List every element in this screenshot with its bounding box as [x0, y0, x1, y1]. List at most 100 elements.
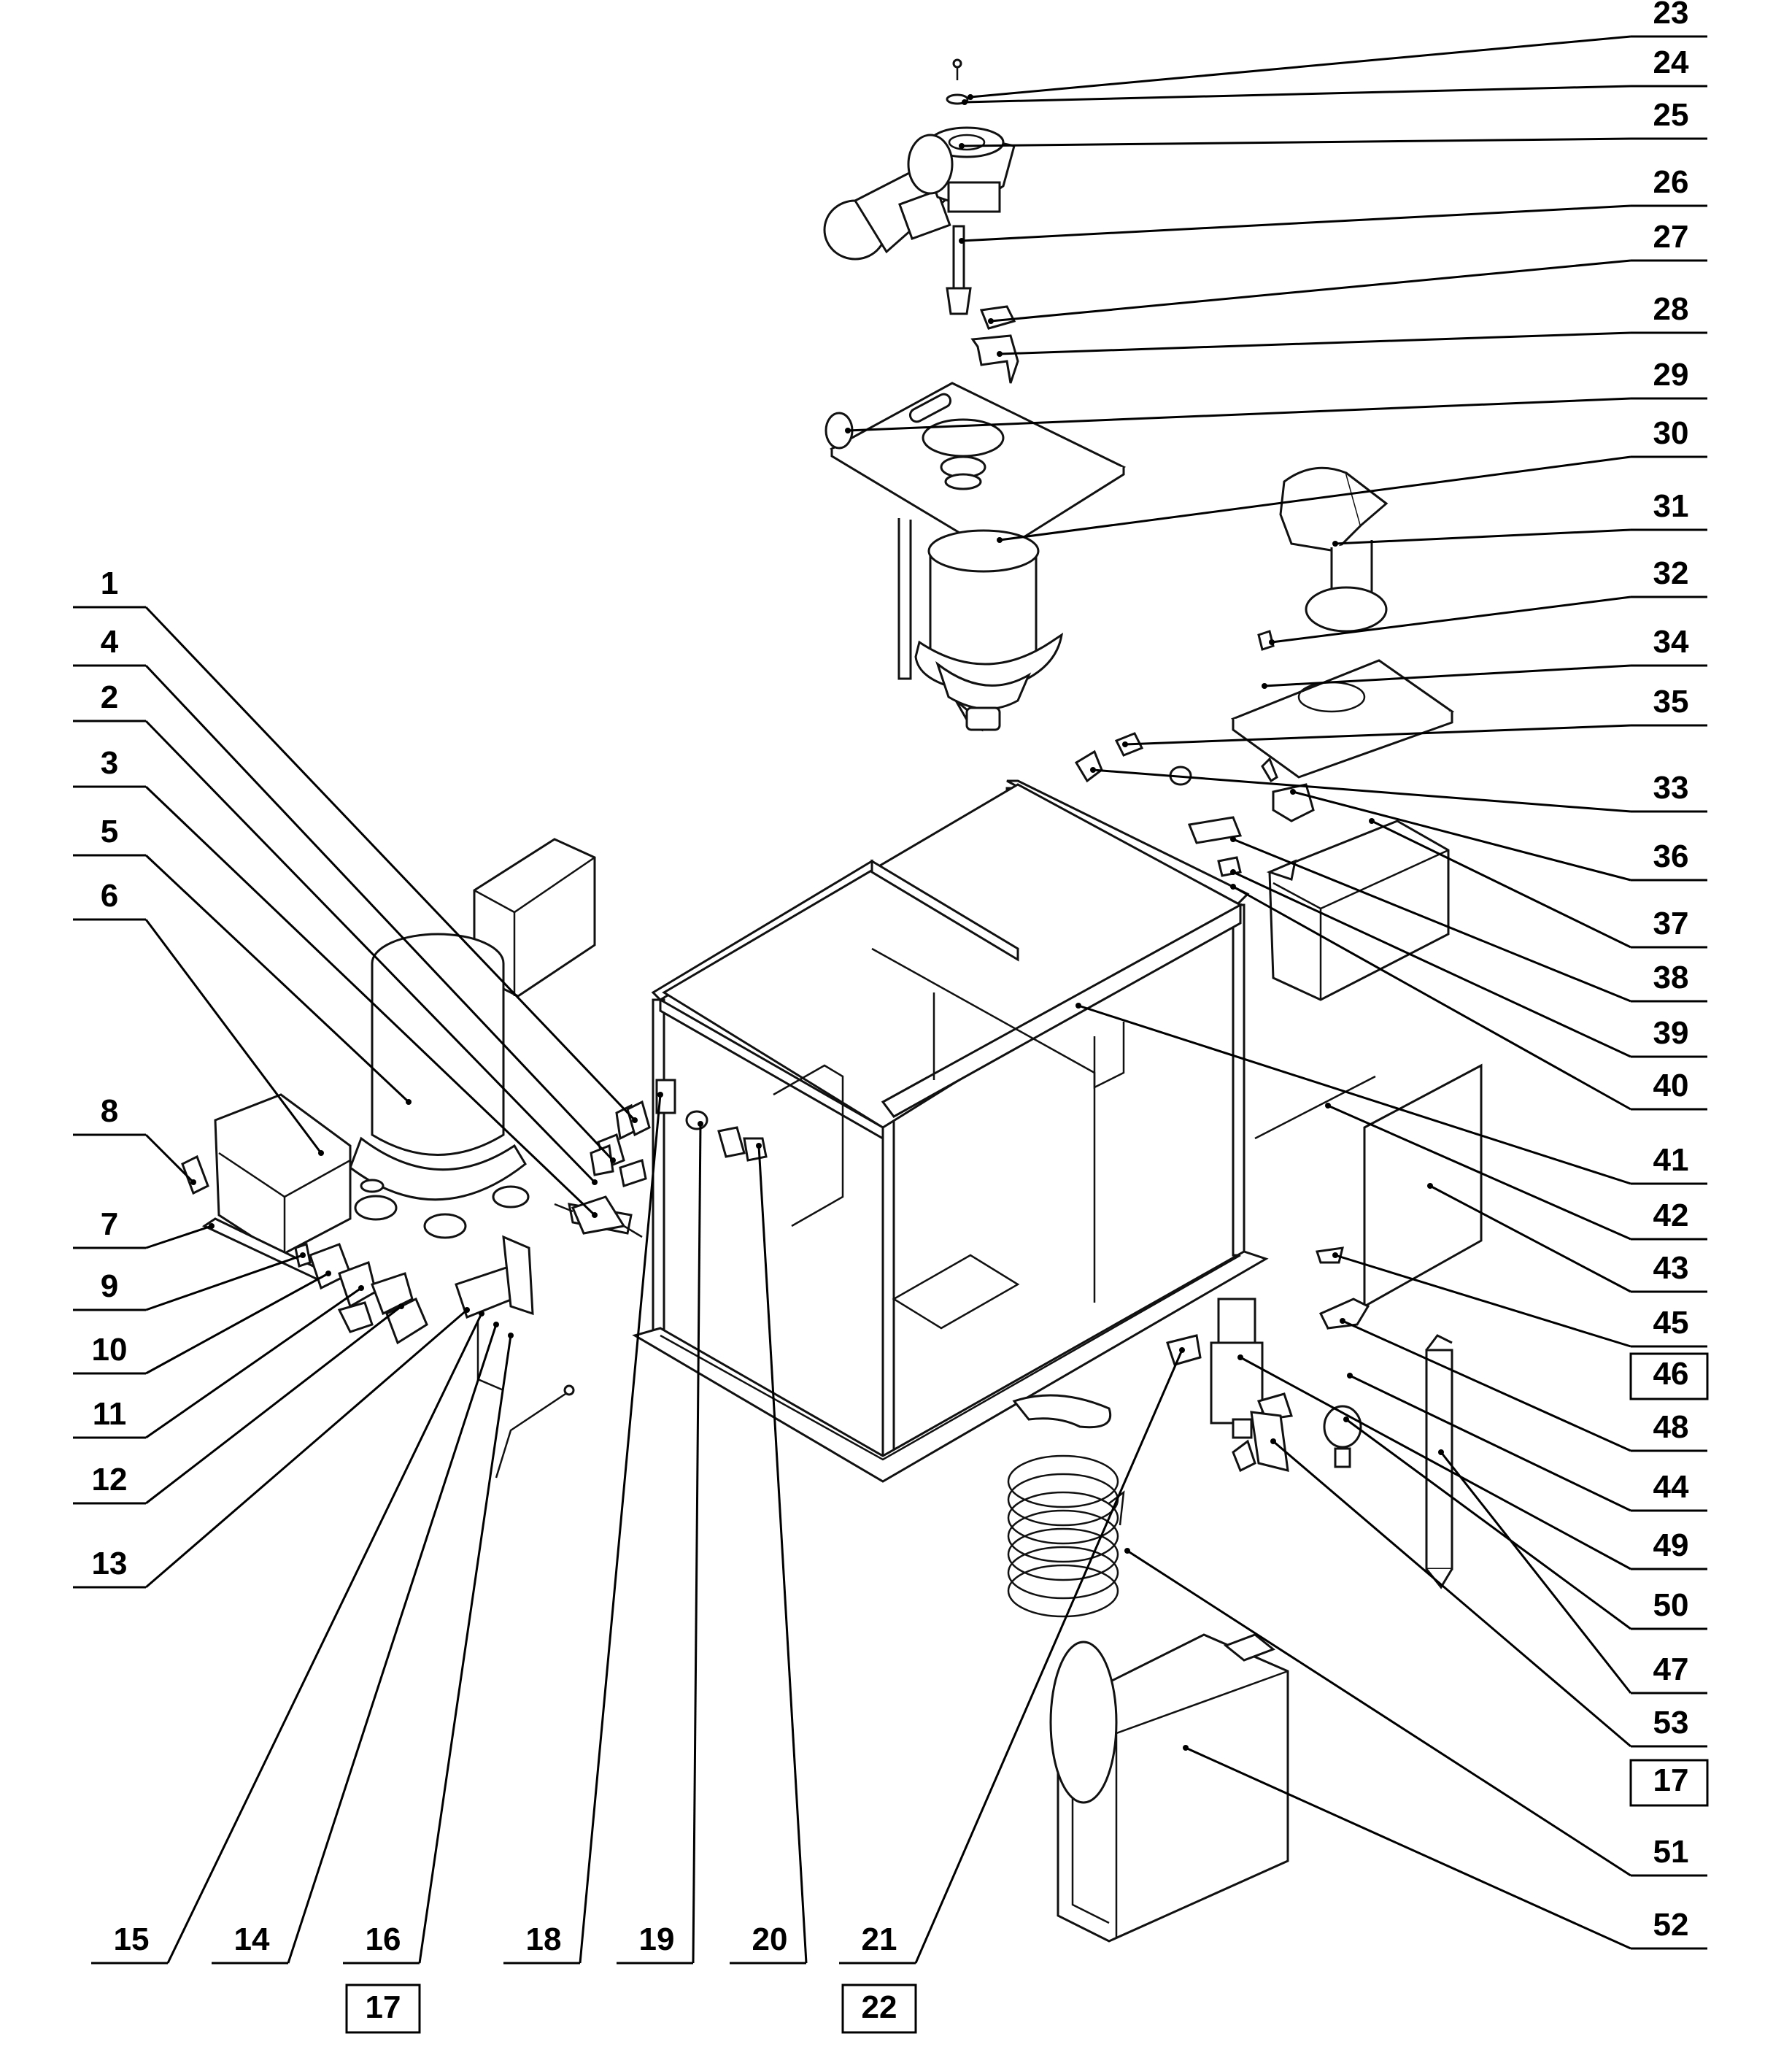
part-label-36: 36: [1653, 839, 1689, 874]
leader-line-53: [1272, 1440, 1631, 1748]
part-label-38: 38: [1653, 960, 1689, 995]
leader-dot-35: [1122, 741, 1128, 747]
leader-dot-39: [1230, 869, 1236, 875]
leader-dot-42: [1325, 1103, 1331, 1109]
leader-dot-50: [1343, 1416, 1349, 1422]
leader-line-11: [145, 1287, 362, 1439]
part-label-bottom-16: 16: [366, 1921, 401, 1957]
leader-line-24: [964, 85, 1631, 104]
part-label-13: 13: [92, 1546, 128, 1581]
leader-dot-31: [1332, 541, 1338, 547]
freezing-cylinder-assembly: [824, 382, 1127, 732]
leader-dot-37: [1369, 818, 1375, 824]
leader-line-39: [1232, 871, 1631, 1058]
leader-line-1: [144, 606, 636, 1122]
label-box-46: [1629, 1352, 1709, 1400]
part-label-25: 25: [1653, 97, 1689, 133]
leader-dot-53: [1270, 1438, 1276, 1444]
side-panel: [1254, 1063, 1483, 1308]
leader-line-5: [144, 854, 410, 1103]
part-label-48: 48: [1653, 1409, 1689, 1445]
leader-line-12: [145, 1305, 402, 1505]
leader-line-32: [1271, 595, 1631, 644]
leader-line-6: [144, 919, 323, 1154]
leader-dot-26: [959, 238, 965, 244]
bracket-parts: [970, 305, 1019, 384]
leader-line-30: [999, 455, 1631, 541]
pump-mounting-plate: [1230, 659, 1455, 779]
part-label-bottom-21: 21: [862, 1921, 897, 1957]
leader-line-bottom-14: [287, 1324, 498, 1964]
leader-line-48: [1342, 1319, 1631, 1452]
part-label-bottom-17: 17: [366, 1989, 401, 2025]
leader-dot-49: [1237, 1354, 1243, 1360]
part-label-24: 24: [1653, 45, 1689, 80]
leader-dot-13: [464, 1307, 470, 1313]
leader-dot-24: [962, 99, 968, 105]
part-label-bottom-18: 18: [526, 1921, 562, 1957]
leader-dot-3: [592, 1212, 598, 1218]
leader-dot-45: [1332, 1252, 1338, 1258]
part-label-30: 30: [1653, 415, 1689, 451]
part-labels: 1423568791011121323242526272829303132343…: [92, 0, 1689, 2025]
leader-dot-8: [190, 1179, 196, 1185]
leader-dot-38: [1230, 836, 1236, 842]
leader-line-35: [1124, 724, 1631, 746]
leader-line-bottom-19: [692, 1123, 702, 1964]
leader-dot-25: [959, 143, 965, 149]
leader-line-8: [144, 1133, 195, 1184]
leader-dot-29: [845, 428, 851, 433]
leader-dot-bottom-18: [657, 1092, 663, 1098]
pump: [1257, 466, 1389, 651]
leader-line-bottom-21: [914, 1349, 1183, 1964]
leader-dot-9: [300, 1252, 306, 1258]
leader-line-7: [145, 1225, 212, 1249]
leader-dot-23: [968, 94, 973, 100]
label-box-17: [1629, 1759, 1709, 1807]
part-label-bottom-22: 22: [862, 1989, 897, 2025]
leader-dot-44: [1347, 1373, 1353, 1379]
leader-dot-32: [1269, 639, 1275, 645]
leader-dot-bottom-14: [493, 1322, 499, 1327]
electrical-box: [181, 1093, 352, 1286]
leader-dot-7: [209, 1223, 215, 1229]
leader-line-26: [961, 204, 1631, 242]
part-label-4: 4: [101, 624, 119, 660]
leader-line-51: [1127, 1549, 1631, 1877]
leader-line-4: [144, 664, 614, 1162]
part-label-31: 31: [1653, 488, 1689, 524]
leader-line-9: [145, 1254, 304, 1311]
part-label-17: 17: [1653, 1762, 1689, 1798]
part-label-33: 33: [1653, 770, 1689, 806]
part-label-26: 26: [1653, 164, 1689, 200]
label-box-bottom-22: [841, 1984, 917, 2034]
leader-line-34: [1264, 664, 1631, 687]
leader-dot-51: [1124, 1548, 1130, 1554]
leader-dot-30: [997, 537, 1003, 543]
leader-dot-48: [1340, 1318, 1345, 1324]
leader-line-42: [1327, 1104, 1631, 1241]
leader-line-23: [970, 35, 1631, 99]
part-label-40: 40: [1653, 1068, 1689, 1103]
leader-line-50: [1345, 1418, 1631, 1630]
part-label-29: 29: [1653, 357, 1689, 393]
leader-dot-bottom-15: [479, 1311, 484, 1317]
leader-line-27: [990, 259, 1631, 323]
part-label-50: 50: [1653, 1587, 1689, 1623]
part-label-5: 5: [101, 814, 118, 849]
leader-dot-36: [1290, 789, 1296, 795]
leader-dot-1: [632, 1117, 638, 1123]
condenser-fan-unit: [1049, 1633, 1289, 1943]
leader-line-49: [1240, 1356, 1631, 1570]
leader-dot-bottom-16: [508, 1333, 514, 1338]
leader-line-10: [145, 1272, 329, 1375]
leader-line-bottom-18: [579, 1094, 662, 1964]
leader-dot-41: [1075, 1003, 1081, 1009]
part-label-8: 8: [101, 1093, 118, 1129]
part-label-3: 3: [101, 745, 118, 781]
condenser-coil: [1007, 1394, 1125, 1618]
leader-line-44: [1349, 1374, 1631, 1512]
leader-dot-4: [610, 1157, 616, 1163]
part-label-49: 49: [1653, 1527, 1689, 1563]
